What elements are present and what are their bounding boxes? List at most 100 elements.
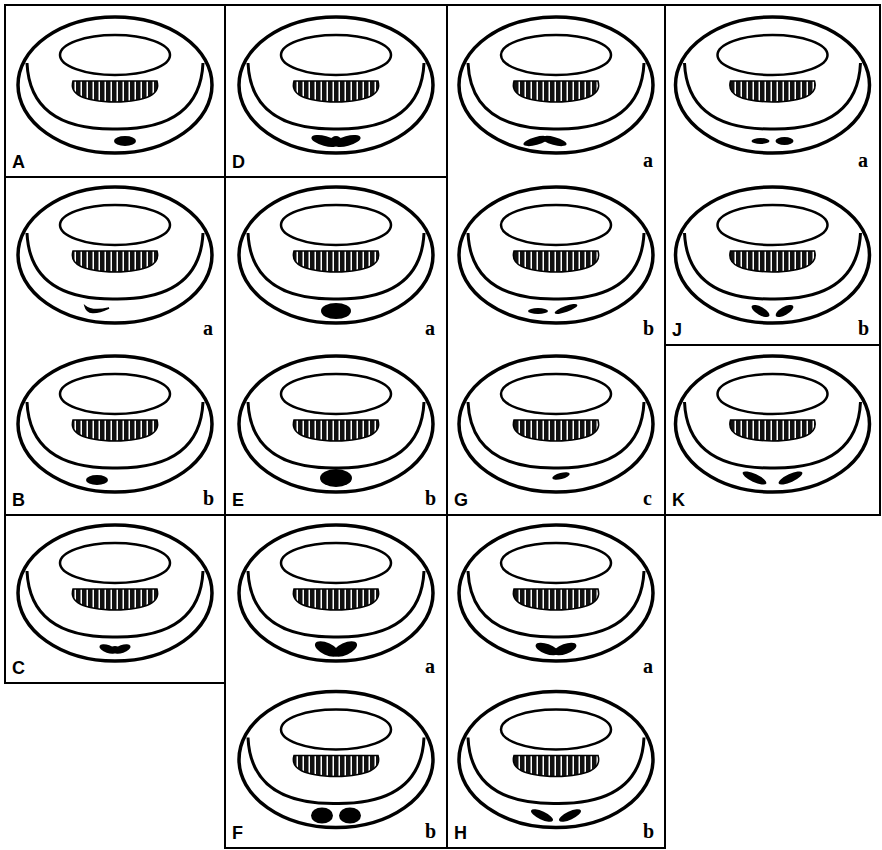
inner-arc — [27, 402, 203, 468]
dark-body — [111, 646, 119, 652]
dark-body — [552, 640, 578, 658]
subpanel-letter: b — [643, 318, 654, 338]
dark-body — [321, 303, 351, 319]
striped-band — [730, 81, 815, 102]
outer-wall — [239, 525, 433, 661]
cross-section — [459, 692, 653, 828]
cross-section — [18, 17, 212, 153]
panel-letter: C — [12, 659, 25, 677]
inner-arc — [27, 571, 203, 637]
inner-tube — [60, 374, 170, 414]
panel-frame — [665, 345, 880, 515]
dark-body — [540, 134, 567, 148]
inner-arc — [248, 233, 424, 299]
outer-wall — [239, 187, 433, 323]
inner-arc — [468, 402, 644, 468]
subpanel-letter: a — [643, 150, 653, 170]
inner-arc — [27, 233, 203, 299]
cross-section — [459, 17, 653, 153]
striped-band — [72, 589, 157, 610]
dark-body — [552, 471, 571, 481]
outer-wall — [459, 525, 653, 661]
subpanel-letter: a — [425, 656, 435, 676]
striped-band — [513, 756, 598, 777]
inner-tube — [718, 374, 828, 414]
outer-wall — [676, 17, 870, 153]
dark-body — [528, 308, 548, 314]
dark-body — [529, 807, 554, 824]
cross-section — [239, 17, 433, 153]
inner-arc — [468, 571, 644, 637]
panel-letter: F — [232, 824, 243, 842]
striped-band — [293, 420, 378, 441]
striped-band — [293, 756, 378, 777]
outer-wall — [459, 187, 653, 323]
outer-wall — [459, 692, 653, 828]
outer-wall — [18, 17, 212, 153]
panel-frame — [447, 515, 665, 848]
panel-letter: G — [454, 491, 468, 509]
cross-section — [459, 525, 653, 661]
striped-band — [293, 589, 378, 610]
cross-section — [239, 187, 433, 323]
cross-section — [239, 356, 433, 492]
inner-tube — [718, 35, 828, 75]
striped-band — [72, 251, 157, 272]
subpanel-letter: a — [858, 150, 868, 170]
dark-body — [331, 638, 360, 660]
cross-section — [239, 525, 433, 661]
inner-tube — [501, 543, 611, 583]
inner-tube — [281, 35, 391, 75]
panel-letter: H — [454, 824, 467, 842]
cross-section — [239, 692, 433, 828]
panel-frame — [5, 177, 225, 515]
outer-wall — [18, 187, 212, 323]
panel-frame — [225, 177, 447, 515]
inner-tube — [501, 374, 611, 414]
outer-wall — [18, 356, 212, 492]
dark-body — [85, 306, 109, 313]
subpanel-letter: b — [425, 821, 436, 841]
striped-band — [730, 420, 815, 441]
inner-tube — [501, 205, 611, 245]
outer-wall — [459, 17, 653, 153]
outer-wall — [18, 525, 212, 661]
subpanel-letter: b — [203, 488, 214, 508]
panel-letter: J — [672, 321, 682, 339]
inner-tube — [281, 543, 391, 583]
dark-body — [774, 303, 795, 320]
dark-body — [750, 303, 771, 320]
panel-letter: E — [232, 491, 244, 509]
inner-tube — [501, 710, 611, 750]
striped-band — [293, 81, 378, 102]
inner-tube — [281, 374, 391, 414]
dark-body — [339, 808, 361, 824]
subpanel-letter: a — [643, 656, 653, 676]
inner-tube — [718, 205, 828, 245]
subpanel-letter: b — [858, 318, 869, 338]
dark-body — [86, 475, 108, 485]
panel-letter: D — [232, 153, 245, 171]
inner-arc — [685, 402, 861, 468]
dark-body — [557, 807, 582, 824]
outer-wall — [676, 356, 870, 492]
subpanel-letter: c — [643, 488, 652, 508]
outer-wall — [239, 356, 433, 492]
inner-arc — [468, 63, 644, 129]
striped-band — [72, 420, 157, 441]
inner-tube — [60, 35, 170, 75]
subpanel-letter: b — [643, 821, 654, 841]
outer-wall — [239, 17, 433, 153]
inner-tube — [281, 205, 391, 245]
dark-body — [554, 302, 579, 316]
panel-frame — [225, 5, 447, 177]
inner-arc — [248, 571, 424, 637]
inner-tube — [60, 543, 170, 583]
inner-tube — [281, 710, 391, 750]
cross-section — [676, 356, 870, 492]
inner-arc — [468, 738, 644, 804]
dark-body — [741, 469, 768, 487]
striped-band — [72, 81, 157, 102]
